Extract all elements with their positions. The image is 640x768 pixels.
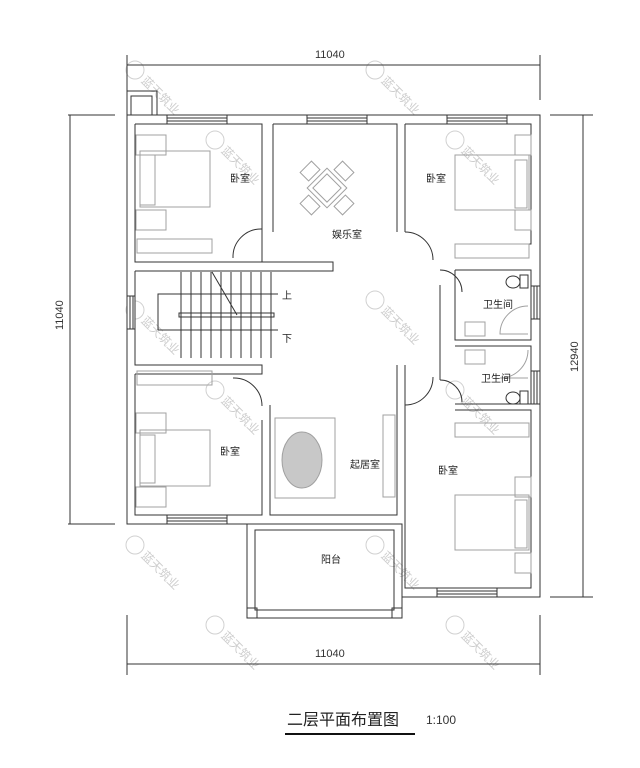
- room-label-bathroom-1: 卫生间: [483, 298, 513, 311]
- room-label-bedroom-sw: 卧室: [220, 445, 240, 458]
- svg-text:蓝天筑业: 蓝天筑业: [379, 303, 424, 348]
- stairs-up-label: 上: [282, 290, 292, 302]
- stairs-down-label: 下: [282, 334, 292, 345]
- svg-text:蓝天筑业: 蓝天筑业: [459, 628, 504, 673]
- svg-text:蓝天筑业: 蓝天筑业: [219, 393, 264, 438]
- furniture: [135, 134, 532, 574]
- room-label-balcony: 阳台: [321, 553, 341, 566]
- dimension-left-label: 11040: [54, 300, 66, 330]
- watermarks: 蓝天筑业 蓝天筑业 蓝天筑业 蓝天筑业 蓝天筑业 蓝天筑业 蓝天筑业 蓝天筑业 …: [125, 60, 504, 673]
- svg-text:蓝天筑业: 蓝天筑业: [139, 548, 184, 593]
- room-label-bedroom-ne: 卧室: [426, 172, 446, 185]
- dimension-right: [550, 114, 593, 598]
- room-label-bathroom-2: 卫生间: [481, 372, 511, 385]
- dimension-top-label: 11040: [315, 49, 345, 61]
- stairs: [157, 271, 278, 358]
- room-label-bedroom-nw: 卧室: [230, 172, 250, 185]
- dimension-bottom-label: 11040: [315, 648, 345, 660]
- svg-text:蓝天筑业: 蓝天筑业: [139, 73, 184, 118]
- room-label-bedroom-se: 卧室: [438, 464, 458, 477]
- svg-text:蓝天筑业: 蓝天筑业: [459, 393, 504, 438]
- svg-text:蓝天筑业: 蓝天筑业: [379, 73, 424, 118]
- dimension-bottom: [126, 615, 541, 675]
- svg-text:蓝天筑业: 蓝天筑业: [139, 313, 184, 358]
- drawing-title: 二层平面布置图: [287, 710, 399, 729]
- toilets: [505, 274, 529, 405]
- drawing-scale: 1:100: [426, 713, 456, 727]
- svg-text:蓝天筑业: 蓝天筑业: [219, 628, 264, 673]
- windows: [126, 114, 541, 598]
- room-label-living: 起居室: [350, 458, 380, 471]
- dimension-top: [126, 55, 541, 115]
- dimension-left: [68, 114, 115, 525]
- room-label-entertainment: 娱乐室: [332, 228, 362, 241]
- dimension-right-label: 12940: [569, 341, 581, 372]
- doors: [232, 228, 463, 407]
- svg-text:蓝天筑业: 蓝天筑业: [459, 143, 504, 188]
- svg-text:蓝天筑业: 蓝天筑业: [379, 548, 424, 593]
